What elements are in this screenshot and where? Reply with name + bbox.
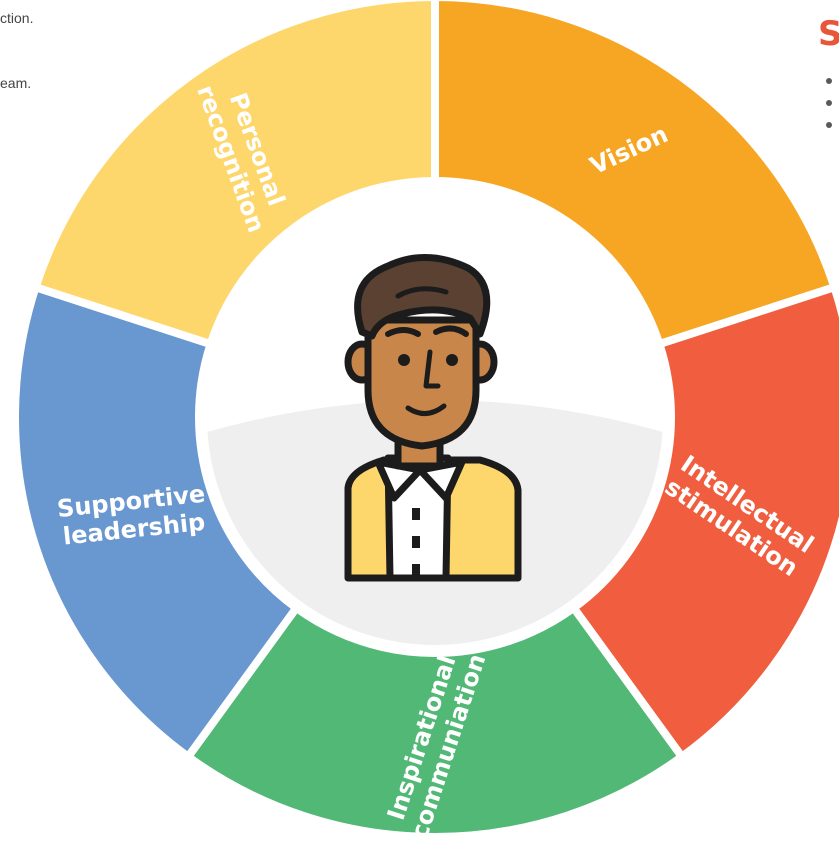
cropped-text-fragment-1: ction.: [0, 10, 34, 26]
nose: [423, 349, 441, 389]
cropped-heading: S: [818, 14, 839, 54]
button: [412, 564, 420, 576]
face: [364, 316, 480, 450]
eyebrow-right: [433, 325, 469, 337]
button: [412, 536, 420, 548]
hair-line: [395, 286, 449, 299]
bullet-point: [826, 122, 832, 128]
eye-left: [398, 354, 410, 366]
segment-vision: [431, 0, 839, 350]
cropped-text-fragment-2: eam.: [0, 75, 32, 91]
segment-intellectual-stimulation: [568, 282, 839, 763]
segment-personal-recognition: [30, 0, 439, 350]
segment-inspirational-communication: [182, 602, 688, 841]
bullet-point: [826, 100, 832, 106]
segment-supportive-leadership: [11, 282, 302, 763]
hair: [354, 254, 491, 340]
bullet-point: [826, 78, 832, 84]
cropped-bullet-list: [826, 78, 832, 144]
eyebrow-left: [385, 327, 421, 337]
eye-right: [446, 354, 458, 366]
mouth: [405, 403, 447, 416]
leader-avatar-icon: [344, 254, 522, 582]
button: [412, 508, 420, 520]
